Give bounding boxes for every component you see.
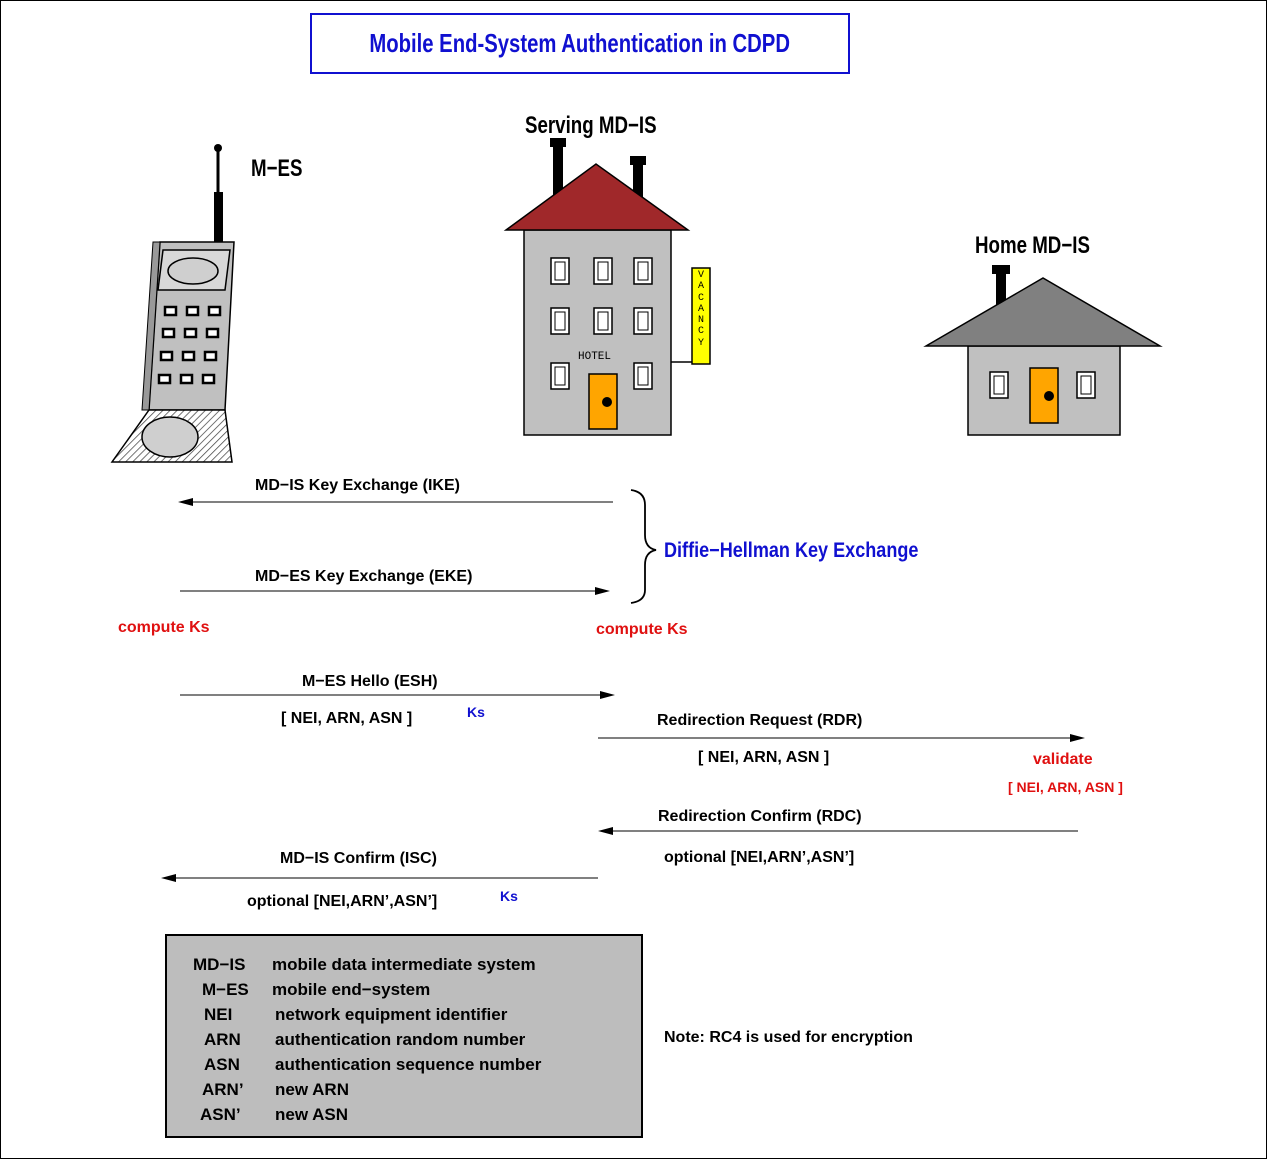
diffie-hellman-label: Diffie−Hellman Key Exchange [664, 539, 919, 562]
esh-params: [ NEI, ARN, ASN ] [281, 710, 413, 727]
isc-params: optional [NEI,ARN’,ASN’] [247, 893, 438, 910]
encryption-note: Note: RC4 is used for encryption [664, 1029, 913, 1046]
legend-desc: new ASN [275, 1105, 349, 1124]
home-mdis-label: Home MD−IS [975, 232, 1090, 259]
legend-desc: network equipment identifier [275, 1005, 508, 1024]
eke-arrow [180, 587, 610, 595]
compute-ks-serving: compute Ks [596, 621, 688, 638]
legend-desc: new ARN [275, 1080, 349, 1099]
vacancy-letter: Y [697, 337, 704, 349]
title-box: Mobile End-System Authentication in CDPD [310, 13, 850, 74]
vacancy-letter: C [697, 292, 704, 304]
legend-abbr: ASN’ [200, 1105, 241, 1124]
legend-abbr: ARN [204, 1030, 241, 1049]
diffie-hellman-brace [630, 489, 657, 604]
legend-abbr: NEI [204, 1005, 233, 1024]
mobile-phone-icon [110, 144, 235, 463]
compute-ks-mes: compute Ks [118, 619, 210, 636]
validate-label: validate [1033, 751, 1093, 768]
validate-params: [ NEI, ARN, ASN ] [1008, 779, 1123, 795]
legend-desc: authentication random number [275, 1030, 526, 1049]
mes-label: M−ES [251, 155, 303, 182]
rdc-arrow [598, 827, 1078, 835]
rdr-arrow [598, 734, 1085, 742]
esh-ks: Ks [467, 704, 485, 720]
legend-abbr: M−ES [202, 980, 249, 999]
rdr-label: Redirection Request (RDR) [657, 712, 863, 729]
vacancy-letter: C [697, 326, 704, 338]
serving-mdis-label: Serving MD−IS [525, 112, 657, 139]
rdc-label: Redirection Confirm (RDC) [658, 808, 862, 825]
esh-arrow [180, 691, 615, 699]
rdc-params: optional [NEI,ARN’,ASN’] [664, 849, 855, 866]
ike-arrow [178, 498, 613, 506]
vacancy-letter: N [697, 315, 704, 327]
legend-abbr: MD−IS [193, 955, 246, 974]
isc-ks: Ks [500, 888, 518, 904]
vacancy-letter: A [697, 303, 704, 315]
isc-arrow [161, 874, 598, 882]
legend-desc: authentication sequence number [275, 1055, 542, 1074]
isc-label: MD−IS Confirm (ISC) [280, 850, 437, 867]
esh-label: M−ES Hello (ESH) [302, 673, 438, 690]
diagram-title: Mobile End-System Authentication in CDPD [369, 28, 791, 58]
home-house-icon [923, 265, 1163, 436]
hotel-building-icon [503, 138, 711, 436]
legend-desc: mobile data intermediate system [272, 955, 536, 974]
hotel-sign-text: HOTEL [578, 351, 612, 363]
legend-desc: mobile end−system [272, 980, 431, 999]
abbreviation-legend: MD−IS mobile data intermediate system M−… [165, 934, 643, 1138]
vacancy-letter: A [697, 281, 704, 293]
eke-label: MD−ES Key Exchange (EKE) [255, 568, 473, 585]
legend-abbr: ARN’ [202, 1080, 244, 1099]
ike-label: MD−IS Key Exchange (IKE) [255, 477, 460, 494]
rdr-params: [ NEI, ARN, ASN ] [698, 749, 830, 766]
legend-abbr: ASN [204, 1055, 240, 1074]
vacancy-letter: V [697, 270, 704, 281]
